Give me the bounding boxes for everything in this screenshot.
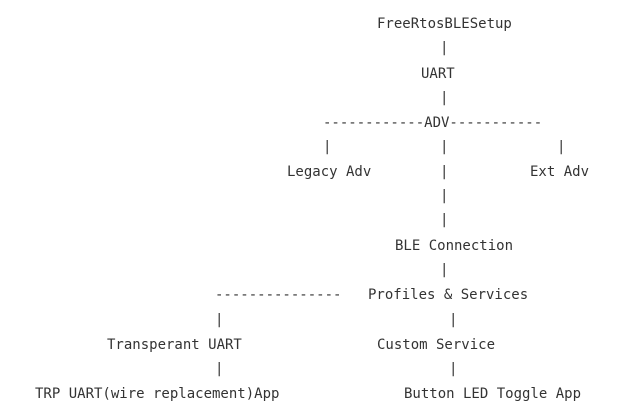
connector-ble-profiles: | bbox=[440, 262, 449, 278]
node-adv: ------------ADV----------- bbox=[323, 115, 543, 131]
connector-custom-button: | bbox=[449, 361, 458, 377]
node-button-led-toggle-app: Button LED Toggle App bbox=[404, 386, 582, 402]
connector-uart-adv: | bbox=[440, 90, 449, 106]
connector-profiles-transparent: | bbox=[215, 312, 224, 328]
node-ble-connection: BLE Connection bbox=[395, 238, 514, 254]
node-transparent-uart: Transperant UART bbox=[107, 337, 242, 353]
node-freertos-ble-setup: FreeRtosBLESetup bbox=[377, 16, 512, 32]
node-trp-uart-app: TRP UART(wire replacement)App bbox=[35, 386, 280, 402]
connector-adv-center-2: | bbox=[440, 164, 449, 180]
connector-adv-center-4: | bbox=[440, 212, 449, 228]
node-profiles-branch: --------------- bbox=[215, 287, 342, 303]
connector-profiles-custom: | bbox=[449, 312, 458, 328]
connector-adv-center-3: | bbox=[440, 188, 449, 204]
connector-transparent-trp: | bbox=[215, 361, 224, 377]
node-uart: UART bbox=[421, 66, 455, 82]
connector-adv-legacy: | bbox=[323, 139, 332, 155]
connector-adv-center-1: | bbox=[440, 139, 449, 155]
node-legacy-adv: Legacy Adv bbox=[287, 164, 372, 180]
node-profiles-services: Profiles & Services bbox=[368, 287, 529, 303]
node-custom-service: Custom Service bbox=[377, 337, 496, 353]
connector-adv-ext: | bbox=[557, 139, 566, 155]
connector-root-uart: | bbox=[440, 40, 449, 56]
node-ext-adv: Ext Adv bbox=[530, 164, 590, 180]
